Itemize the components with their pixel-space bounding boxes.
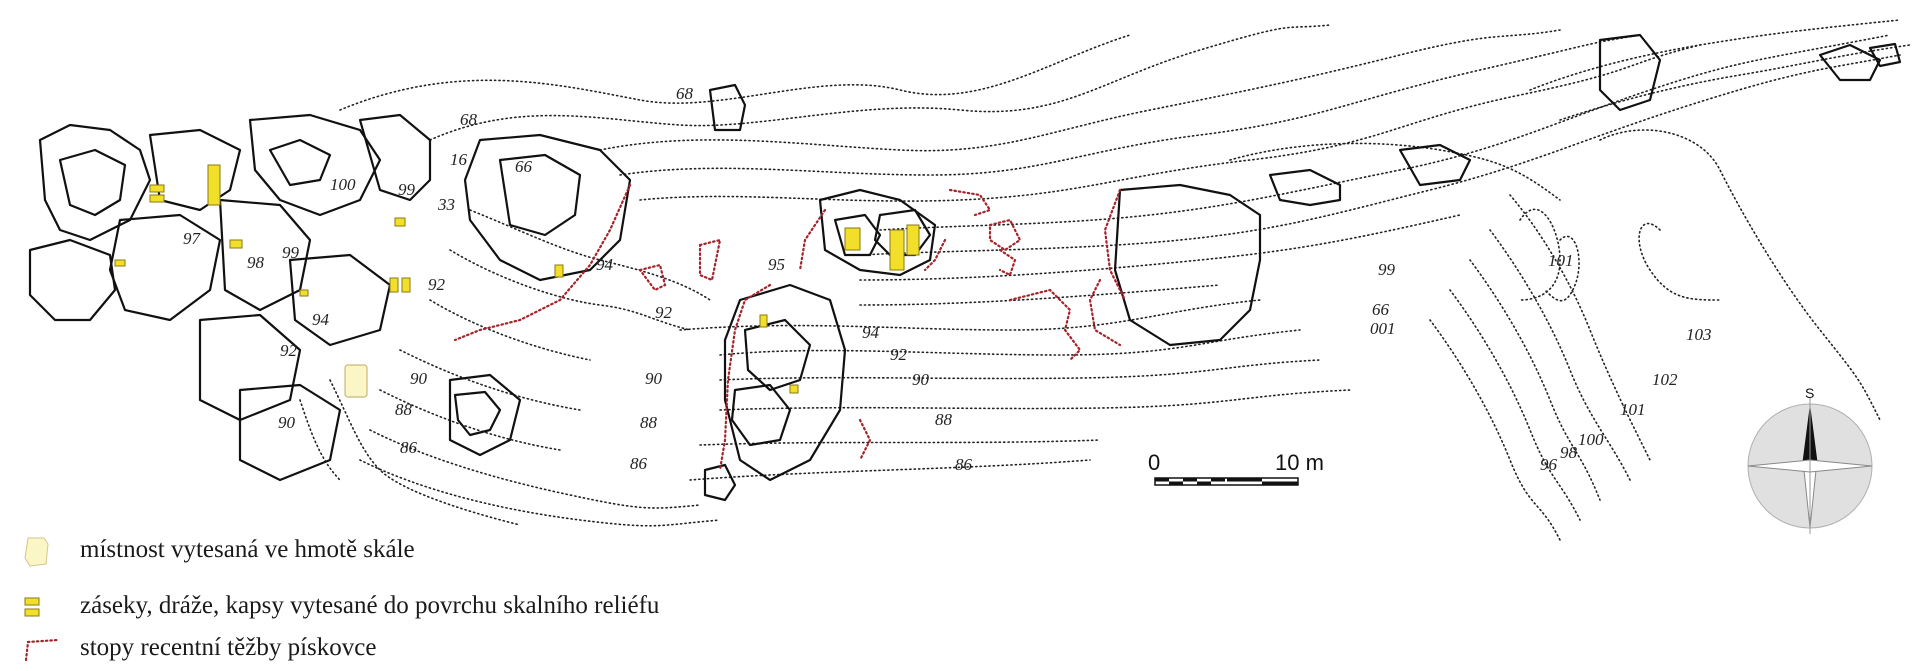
height-label: 88 [640,413,658,432]
height-label: 97 [183,229,202,248]
scale-bar: 0 10 m [1148,450,1324,486]
height-label: 103 [1686,325,1712,344]
height-label: 86 [630,454,648,473]
height-label: 95 [768,255,785,274]
height-label: 90 [278,413,296,432]
height-label: 16 [450,150,468,169]
cut-swatch [24,597,40,617]
height-label: 98 [247,253,265,272]
height-label: 88 [395,400,413,419]
rock-outlines [28,33,1902,502]
height-label: 92 [428,275,446,294]
legend-label-room: místnost vytesaná ve hmotě skále [80,536,415,563]
height-label: 99 [398,180,416,199]
height-label: 100 [1578,430,1604,449]
height-label: 90 [410,369,428,388]
quarry-swatch [24,638,60,662]
height-label: 66 [1372,300,1390,319]
height-label: 68 [460,110,478,129]
height-label: 92 [890,345,908,364]
carved-rooms [344,364,368,398]
height-labels: 68 68 16 100 99 33 66 97 98 99 92 94 94 … [183,84,1712,474]
legend-label-quarry: stopy recentní těžby pískovce [80,634,377,661]
height-label: 90 [912,370,930,389]
height-label: 68 [676,84,694,103]
legend-item-cut: záseky, dráže, kapsy vytesané do povrchu… [0,588,900,628]
scale-start-label: 0 [1148,450,1160,475]
height-label: 33 [437,195,455,214]
height-label: 96 [1540,455,1558,474]
height-label: 98 [1560,443,1578,462]
height-label: 99 [1378,260,1396,279]
height-label: 94 [862,323,880,342]
north-letter: S [1805,385,1814,401]
room-swatch [24,537,49,567]
height-label: 100 [330,175,356,194]
north-arrow: S [1747,385,1873,534]
height-label: 90 [645,369,663,388]
rock-cuts [114,164,920,394]
height-label: 94 [312,310,330,329]
quarry-traces [453,183,1127,472]
height-label: 92 [655,303,673,322]
scale-end-label: 10 m [1275,450,1324,475]
height-label: 102 [1652,370,1678,389]
contour-lines [299,19,1911,541]
height-label: 101 [1620,400,1646,419]
height-label: 92 [280,341,298,360]
height-label: 66 [515,157,533,176]
legend-item-room: místnost vytesaná ve hmotě skále [0,532,900,572]
height-label: 99 [282,243,300,262]
legend-item-quarry: stopy recentní těžby pískovce [0,630,900,670]
height-label: 101 [1548,251,1574,270]
room-area [344,364,368,398]
height-label: 94 [596,255,614,274]
legend-label-cut: záseky, dráže, kapsy vytesané do povrchu… [80,592,660,619]
height-label: 001 [1370,319,1396,338]
height-label: 88 [935,410,953,429]
height-label: 86 [400,438,418,457]
height-label: 86 [955,455,973,474]
